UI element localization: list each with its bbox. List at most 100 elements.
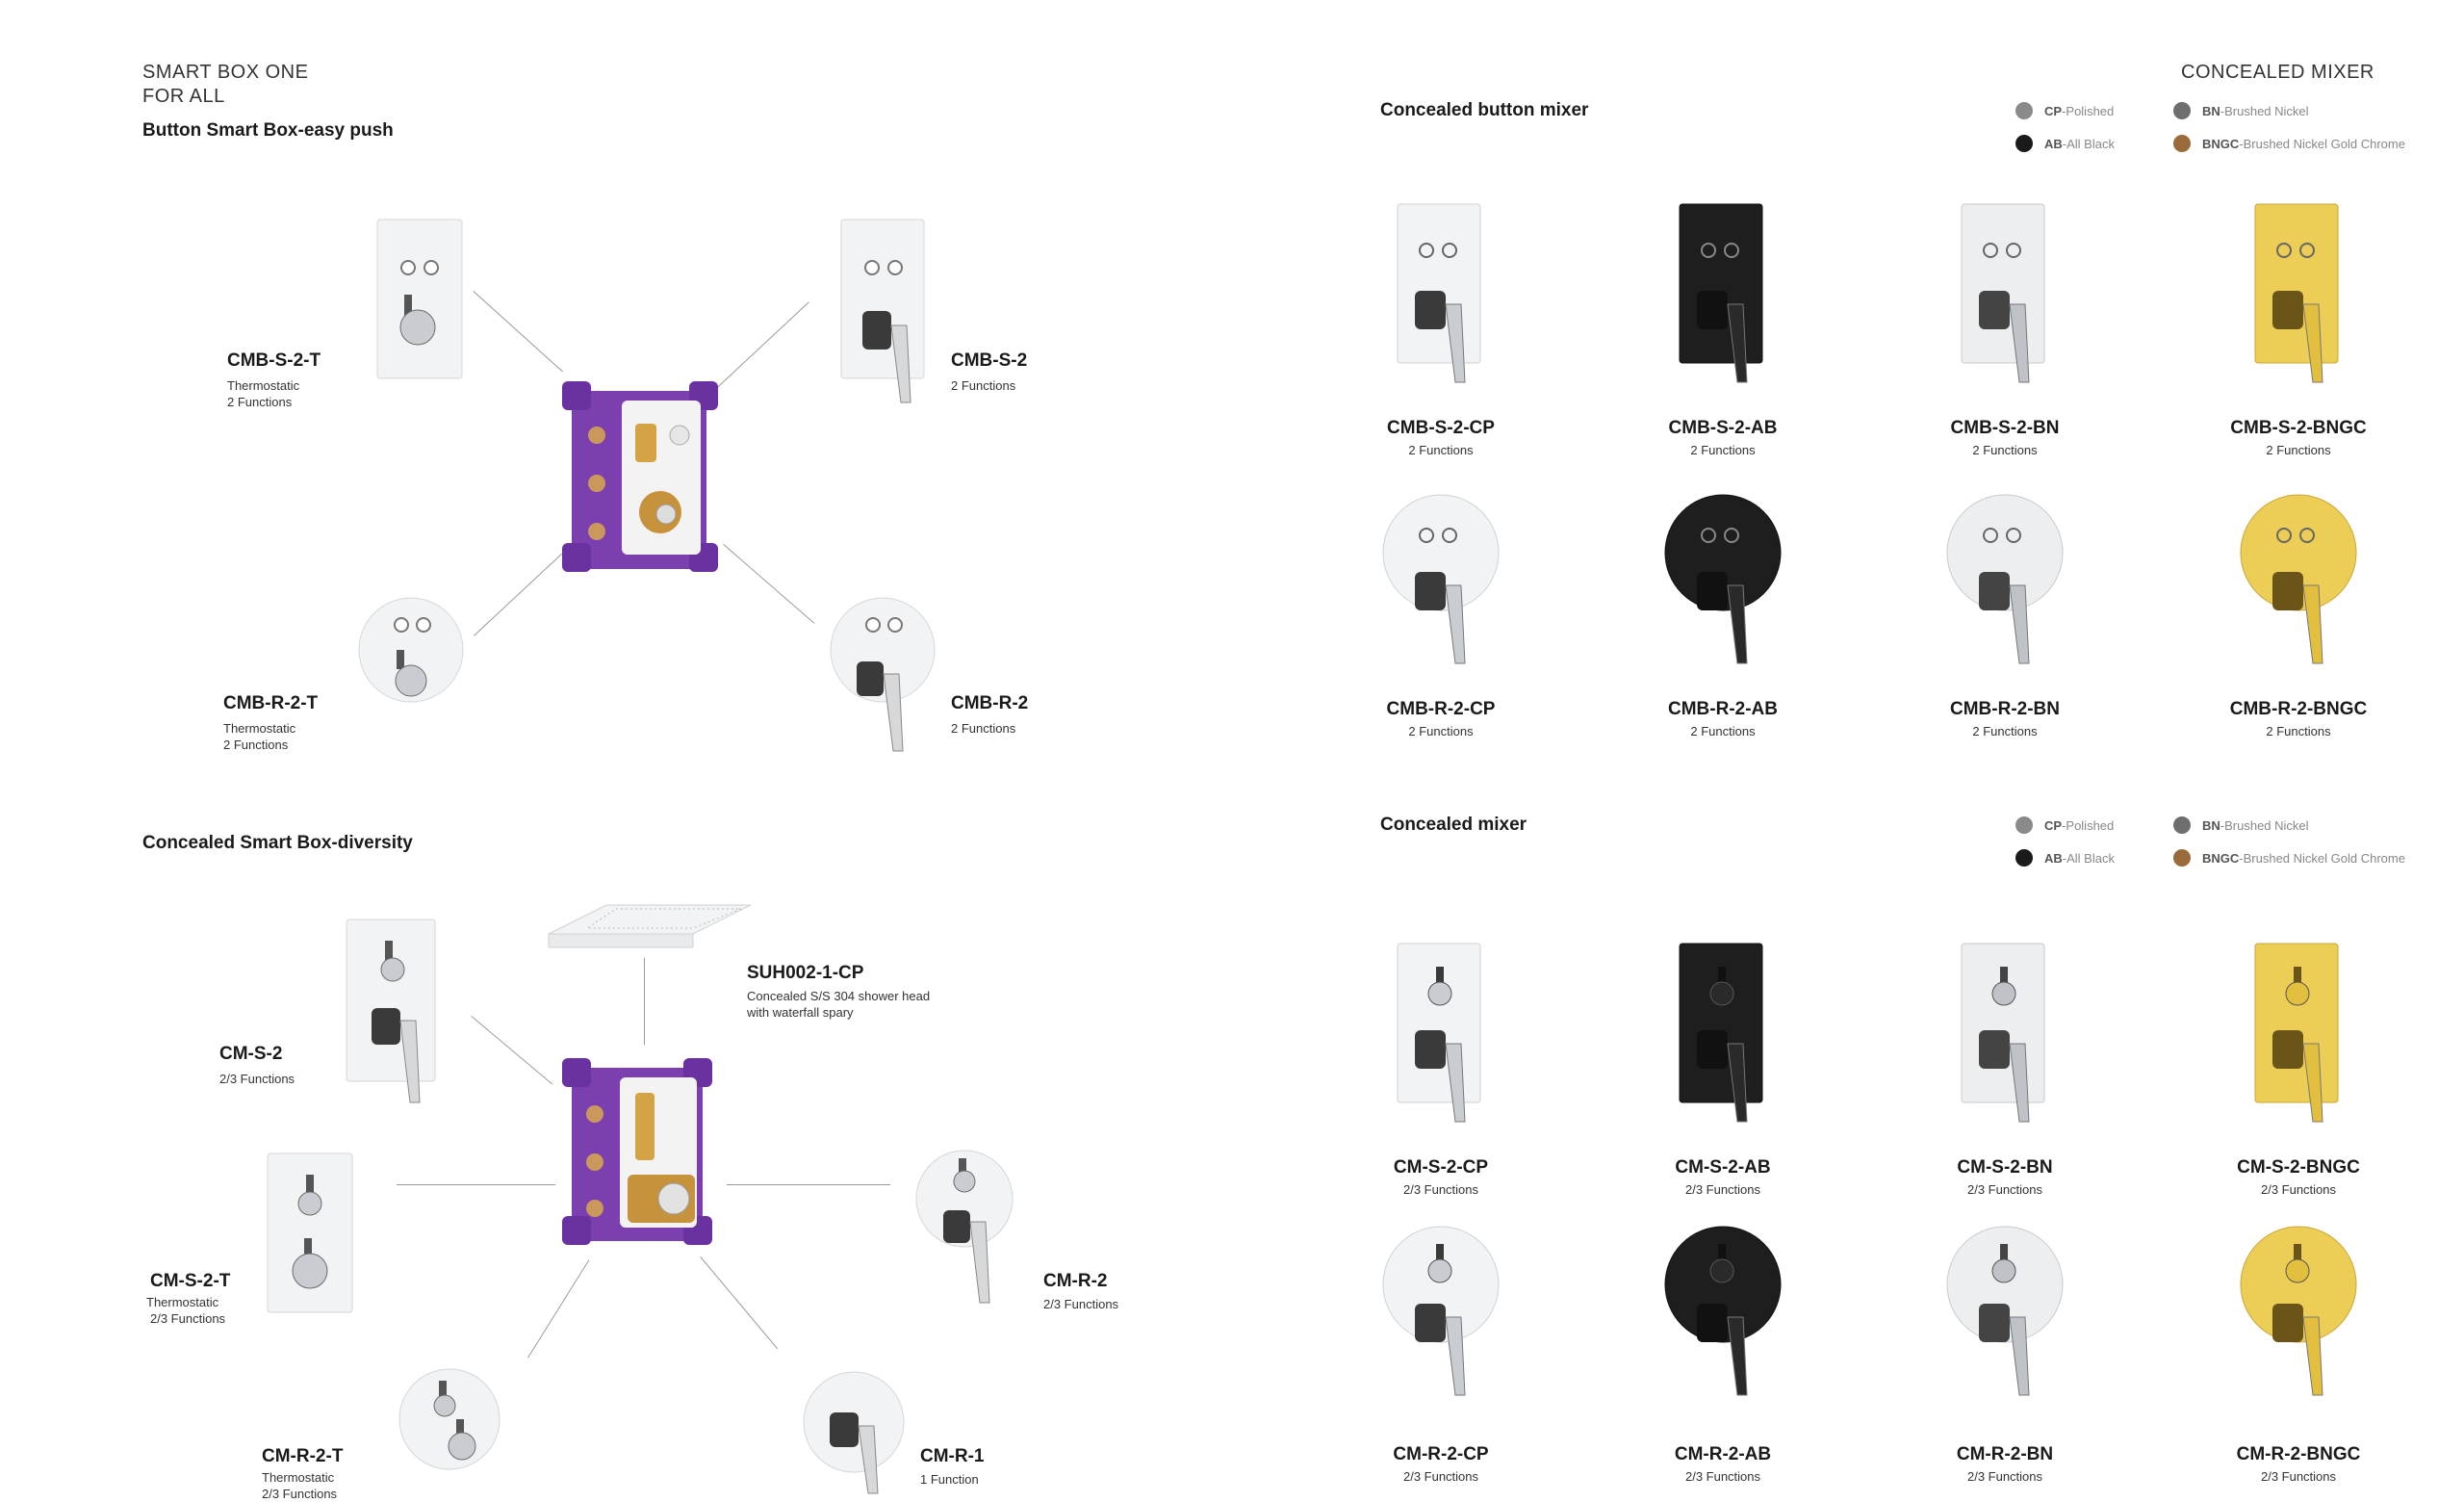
legend-label: -Brushed Nickel [2220, 103, 2309, 118]
legend-code: BNGC [2202, 136, 2240, 151]
product-desc: 2 Functions [951, 378, 1016, 393]
product-image-cmb-s-2-t [376, 219, 463, 379]
legend-item-cp: CP-Polished [2015, 102, 2114, 119]
product-function-count: 2 Functions [1408, 724, 1474, 738]
product-image-cmb-s-2-ab [1679, 203, 1763, 383]
legend-label: -Polished [2062, 817, 2115, 833]
product-image-cmb-r-2-cp [1382, 494, 1500, 664]
legend-item-ab: AB-All Black [2015, 135, 2115, 152]
product-code: CM-R-1 [920, 1446, 985, 1466]
product-desc: Concealed S/S 304 shower head [747, 989, 931, 1003]
legend-code: AB [2044, 136, 2063, 151]
page-header-line1: SMART BOX ONE [142, 62, 309, 83]
smart-box-purple-1 [562, 381, 718, 572]
legend-item-bn: BN-Brushed Nickel [2173, 816, 2309, 834]
section-title-button-mixer: Concealed button mixer [1380, 100, 1589, 120]
smart-box-purple-2 [562, 1058, 712, 1245]
product-code: CM-R-2-BNGC [2236, 1444, 2361, 1464]
legend-label: -Brushed Nickel Gold Chrome [2239, 850, 2405, 866]
product-desc: 2/3 Functions [150, 1311, 226, 1326]
product-code: CMB-S-2-AB [1668, 418, 1778, 438]
product-image-shower-head [548, 904, 752, 948]
product-desc: Thermostatic [223, 721, 296, 736]
product-code: CM-R-2-CP [1393, 1444, 1489, 1464]
product-image-cm-r-2 [915, 1150, 1014, 1304]
finish-swatch-icon [2173, 816, 2191, 834]
product-code: CMB-R-2-BN [1950, 699, 2060, 719]
section-title-mixer: Concealed mixer [1380, 815, 1527, 835]
legend-label: -All Black [2062, 850, 2115, 866]
legend-code: BN [2202, 817, 2220, 833]
legend-code: CP [2044, 817, 2063, 833]
product-function-count: 2/3 Functions [2260, 1182, 2337, 1197]
connector-line [471, 1016, 553, 1085]
product-desc: Thermostatic [227, 378, 300, 393]
product-code: CM-S-2-BN [1957, 1157, 2053, 1178]
legend-item-cp: CP-Polished [2015, 816, 2114, 834]
product-image-cm-s-2-cp [1397, 943, 1481, 1123]
legend-code: BN [2202, 103, 2220, 118]
product-image-cm-s-2-ab [1679, 943, 1763, 1123]
product-function-count: 2 Functions [2266, 724, 2331, 738]
product-desc: 2/3 Functions [219, 1072, 295, 1086]
legend-label: -Brushed Nickel [2220, 817, 2309, 833]
connector-line [727, 1184, 890, 1185]
connector-line [717, 301, 809, 388]
product-function-count: 2 Functions [1972, 724, 2038, 738]
product-function-count: 2/3 Functions [1402, 1182, 1479, 1197]
product-code: CM-S-2 [219, 1044, 283, 1064]
section-title-button-box: Button Smart Box-easy push [142, 120, 394, 141]
product-desc: Thermostatic [146, 1295, 219, 1309]
product-code: CM-S-2-AB [1675, 1157, 1771, 1178]
page-header-line2: FOR ALL [142, 86, 225, 107]
finish-swatch-icon [2015, 849, 2033, 867]
product-image-cm-s-2 [346, 919, 436, 1103]
connector-line [397, 1184, 555, 1185]
product-image-cmb-s-2-bn [1961, 203, 2045, 383]
product-code: CM-R-2-T [262, 1446, 344, 1466]
finish-swatch-icon [2015, 102, 2033, 119]
product-code: CM-R-2-BN [1956, 1444, 2054, 1464]
connector-line [723, 544, 815, 624]
product-desc: 2 Functions [223, 738, 289, 752]
product-code: CM-R-2-AB [1674, 1444, 1772, 1464]
connector-line [700, 1256, 779, 1350]
product-image-cm-s-2-t [267, 1152, 353, 1313]
finish-swatch-icon [2173, 849, 2191, 867]
product-image-cmb-s-2-bngc [2254, 203, 2339, 383]
connector-line [527, 1259, 590, 1359]
finish-swatch-icon [2173, 135, 2191, 152]
legend-code: CP [2044, 103, 2063, 118]
product-function-count: 2/3 Functions [1402, 1469, 1479, 1484]
product-code: SUH002-1-CP [747, 963, 864, 983]
connector-line [474, 553, 563, 636]
product-function-count: 2/3 Functions [1684, 1469, 1761, 1484]
section-title-concealed-box: Concealed Smart Box-diversity [142, 833, 413, 853]
legend-label: -Brushed Nickel Gold Chrome [2239, 136, 2405, 151]
product-function-count: 2 Functions [1408, 443, 1474, 457]
legend-label: -All Black [2062, 136, 2115, 151]
product-code: CMB-S-2 [951, 350, 1028, 371]
legend-item-bngc: BNGC-Brushed Nickel Gold Chrome [2173, 135, 2405, 152]
product-desc: 2 Functions [227, 395, 293, 409]
legend-code: BNGC [2202, 850, 2240, 866]
product-code: CMB-S-2-BN [1950, 418, 2060, 438]
product-desc: 2 Functions [951, 721, 1016, 736]
product-function-count: 2 Functions [1690, 724, 1756, 738]
product-function-count: 2/3 Functions [1966, 1182, 2043, 1197]
product-function-count: 2 Functions [2266, 443, 2331, 457]
product-code: CMB-R-2-T [223, 693, 319, 713]
legend-item-bngc: BNGC-Brushed Nickel Gold Chrome [2173, 849, 2405, 867]
product-code: CMB-R-2 [951, 693, 1029, 713]
product-desc: 2/3 Functions [262, 1487, 338, 1501]
product-image-cmb-r-2 [830, 597, 936, 752]
product-image-cm-r-2-cp [1382, 1226, 1500, 1396]
finish-swatch-icon [2015, 816, 2033, 834]
page-header-right: CONCEALED MIXER [2181, 62, 2374, 83]
product-image-cm-r-2-t [398, 1368, 500, 1470]
product-function-count: 2/3 Functions [1966, 1469, 2043, 1484]
product-image-cmb-s-2-cp [1397, 203, 1481, 383]
product-image-cmb-r-2-bngc [2240, 494, 2357, 664]
product-image-cm-r-2-ab [1664, 1226, 1782, 1396]
